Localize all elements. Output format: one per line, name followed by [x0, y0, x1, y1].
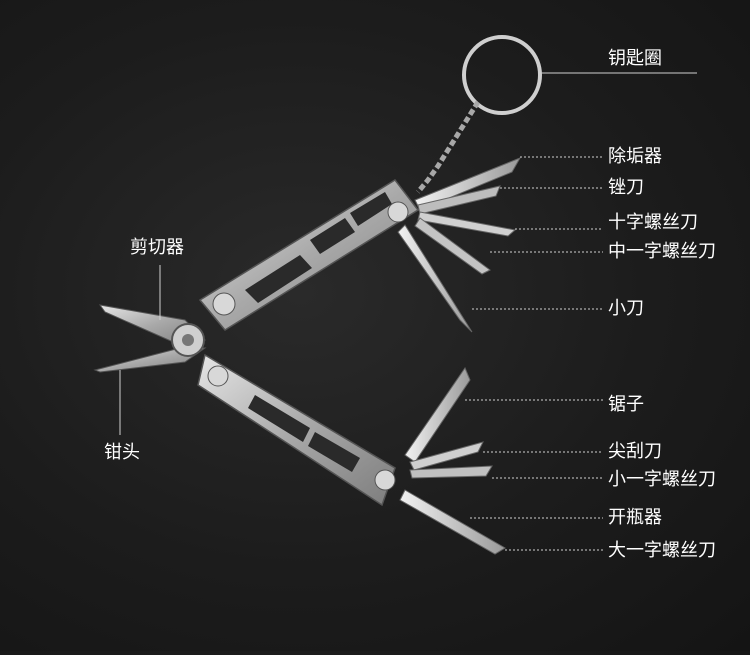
upper-handle: [198, 179, 420, 331]
label-file: 锉刀: [608, 177, 644, 198]
lower-handle: [197, 353, 396, 507]
lower-tools: [399, 366, 506, 555]
label-descaler: 除垢器: [608, 146, 662, 167]
label-saw: 锯子: [608, 394, 644, 415]
label-scraper: 尖刮刀: [608, 441, 662, 462]
label-key-ring: 钥匙圈: [608, 48, 662, 69]
label-large-flat: 大一字螺丝刀: [608, 540, 716, 561]
label-medium-flat: 中一字螺丝刀: [608, 241, 716, 262]
upper-tools: [397, 157, 522, 333]
label-phillips: 十字螺丝刀: [608, 212, 698, 233]
label-knife: 小刀: [608, 298, 644, 319]
label-bottle-opener: 开瓶器: [608, 507, 662, 528]
label-cutter: 剪切器: [130, 237, 184, 258]
pliers-head: [93, 304, 207, 373]
label-small-flat: 小一字螺丝刀: [608, 469, 716, 490]
key-ring-icon: [416, 35, 542, 194]
label-pliers-head: 钳头: [104, 442, 140, 463]
leader-lines: [119, 72, 697, 551]
